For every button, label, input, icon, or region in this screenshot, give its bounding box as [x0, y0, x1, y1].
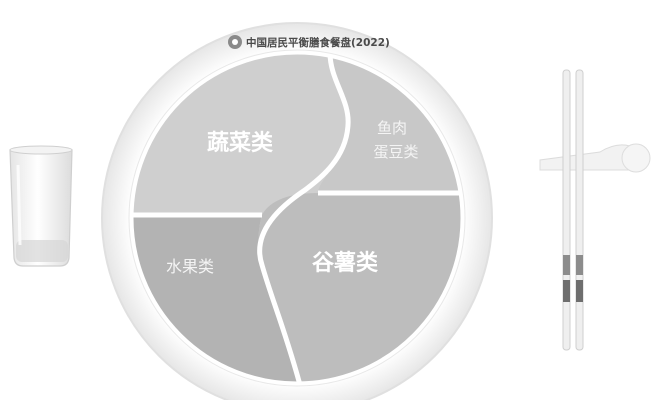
- plate-title: 中国居民平衡膳食餐盘(2022): [228, 35, 390, 49]
- plate: [101, 22, 493, 400]
- label-fruits: 水果类: [166, 257, 214, 276]
- chopsticks-icon: [562, 69, 584, 351]
- spoon-icon: [539, 143, 651, 173]
- label-protein-line2: 蛋豆类: [373, 143, 418, 161]
- water-glass-icon: [9, 145, 73, 267]
- label-protein-line1: 鱼肉: [377, 119, 407, 137]
- plate-title-text: 中国居民平衡膳食餐盘(2022): [246, 36, 390, 49]
- label-grains: 谷薯类: [312, 251, 379, 276]
- divider-s-curve: [257, 53, 351, 383]
- label-vegetables: 蔬菜类: [207, 131, 274, 156]
